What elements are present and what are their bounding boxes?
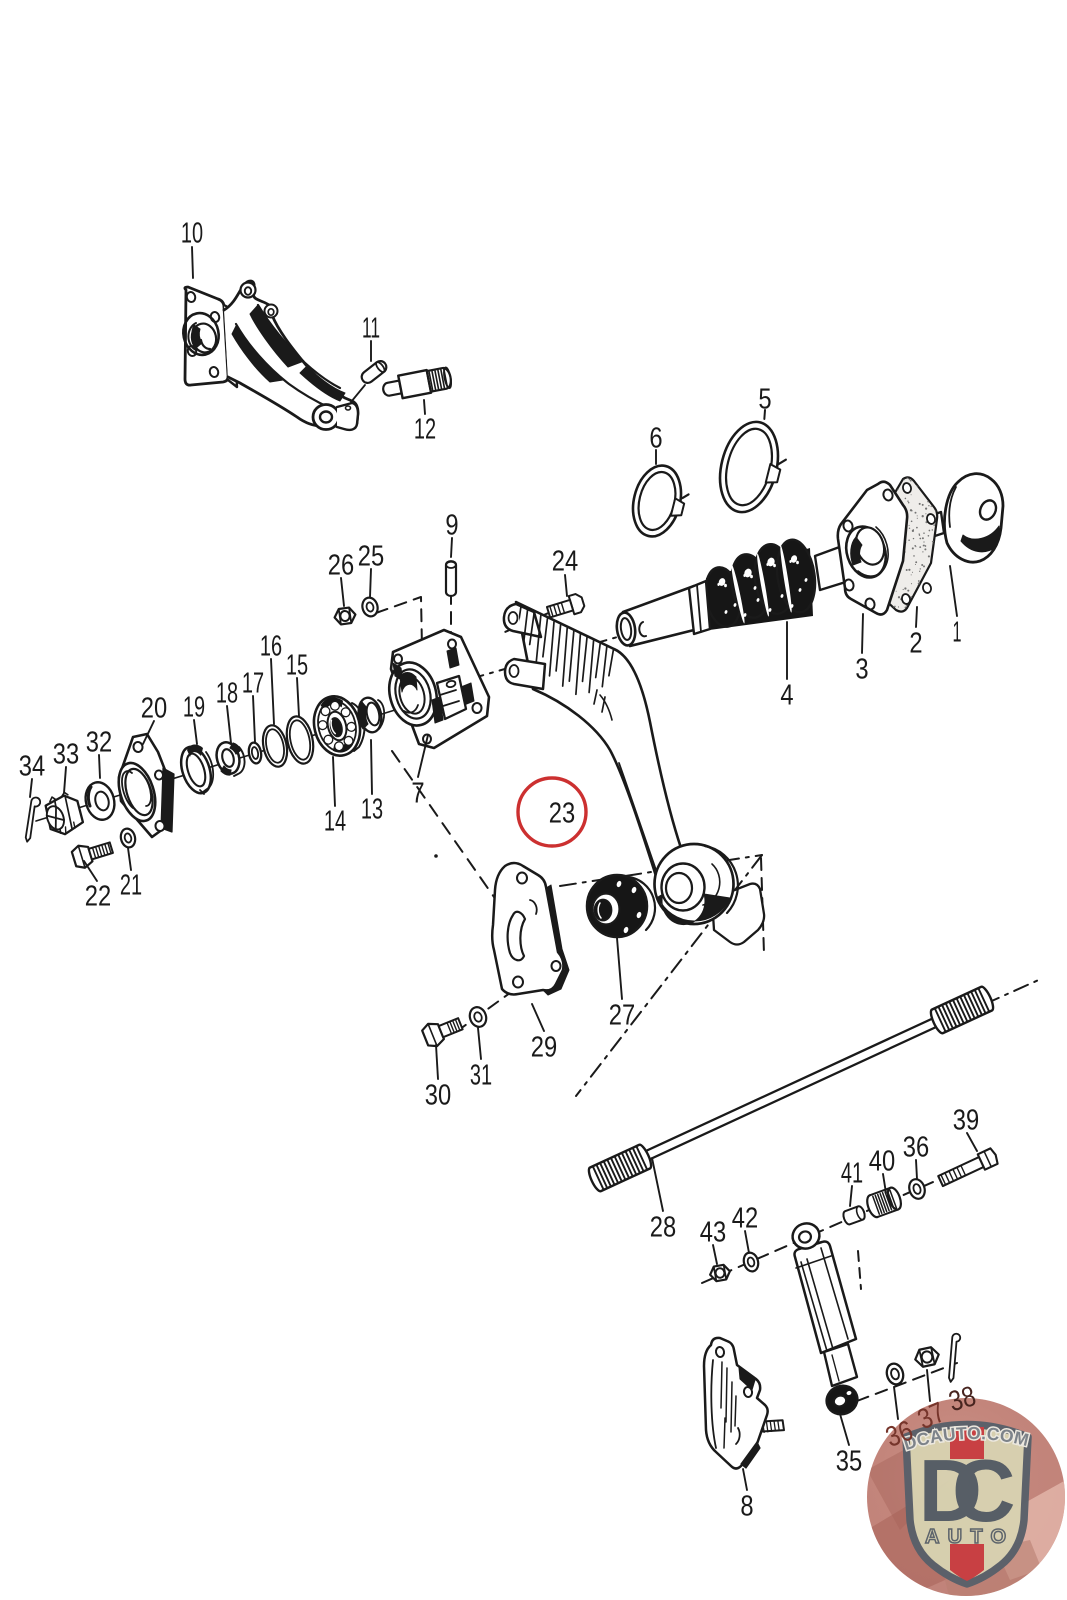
svg-text:22: 22 [85, 880, 111, 912]
svg-text:32: 32 [86, 726, 112, 758]
svg-text:42: 42 [732, 1202, 758, 1234]
svg-text:11: 11 [362, 312, 380, 344]
svg-text:29: 29 [531, 1031, 557, 1063]
svg-text:2: 2 [909, 627, 922, 659]
svg-text:8: 8 [740, 1490, 753, 1522]
svg-text:24: 24 [552, 545, 579, 577]
svg-text:7: 7 [411, 777, 424, 809]
svg-text:27: 27 [609, 999, 635, 1031]
svg-text:25: 25 [358, 540, 384, 572]
svg-text:5: 5 [758, 383, 771, 415]
svg-text:39: 39 [953, 1104, 979, 1136]
svg-text:12: 12 [414, 413, 436, 445]
svg-text:33: 33 [53, 738, 79, 770]
svg-text:20: 20 [141, 692, 167, 724]
svg-text:23: 23 [549, 797, 575, 829]
svg-text:15: 15 [286, 649, 308, 681]
svg-text:9: 9 [445, 509, 458, 541]
svg-text:1: 1 [953, 616, 962, 648]
svg-text:28: 28 [650, 1211, 676, 1243]
svg-text:14: 14 [324, 805, 346, 837]
svg-text:3: 3 [855, 653, 868, 685]
svg-text:16: 16 [260, 630, 282, 662]
svg-text:43: 43 [700, 1216, 726, 1248]
svg-text:10: 10 [181, 217, 203, 249]
svg-text:18: 18 [216, 677, 238, 709]
svg-text:31: 31 [470, 1059, 492, 1091]
svg-text:17: 17 [242, 667, 264, 699]
svg-text:DC: DC [919, 1441, 1016, 1540]
svg-text:40: 40 [869, 1145, 895, 1177]
svg-text:19: 19 [183, 691, 205, 723]
svg-text:35: 35 [836, 1445, 862, 1477]
svg-text:4: 4 [780, 679, 793, 711]
svg-text:13: 13 [361, 793, 383, 825]
svg-text:21: 21 [120, 869, 142, 901]
svg-text:34: 34 [19, 750, 46, 782]
svg-text:41: 41 [841, 1157, 863, 1189]
svg-text:26: 26 [328, 549, 354, 581]
svg-text:6: 6 [649, 422, 662, 454]
svg-text:36: 36 [903, 1131, 929, 1163]
svg-text:30: 30 [425, 1079, 451, 1111]
